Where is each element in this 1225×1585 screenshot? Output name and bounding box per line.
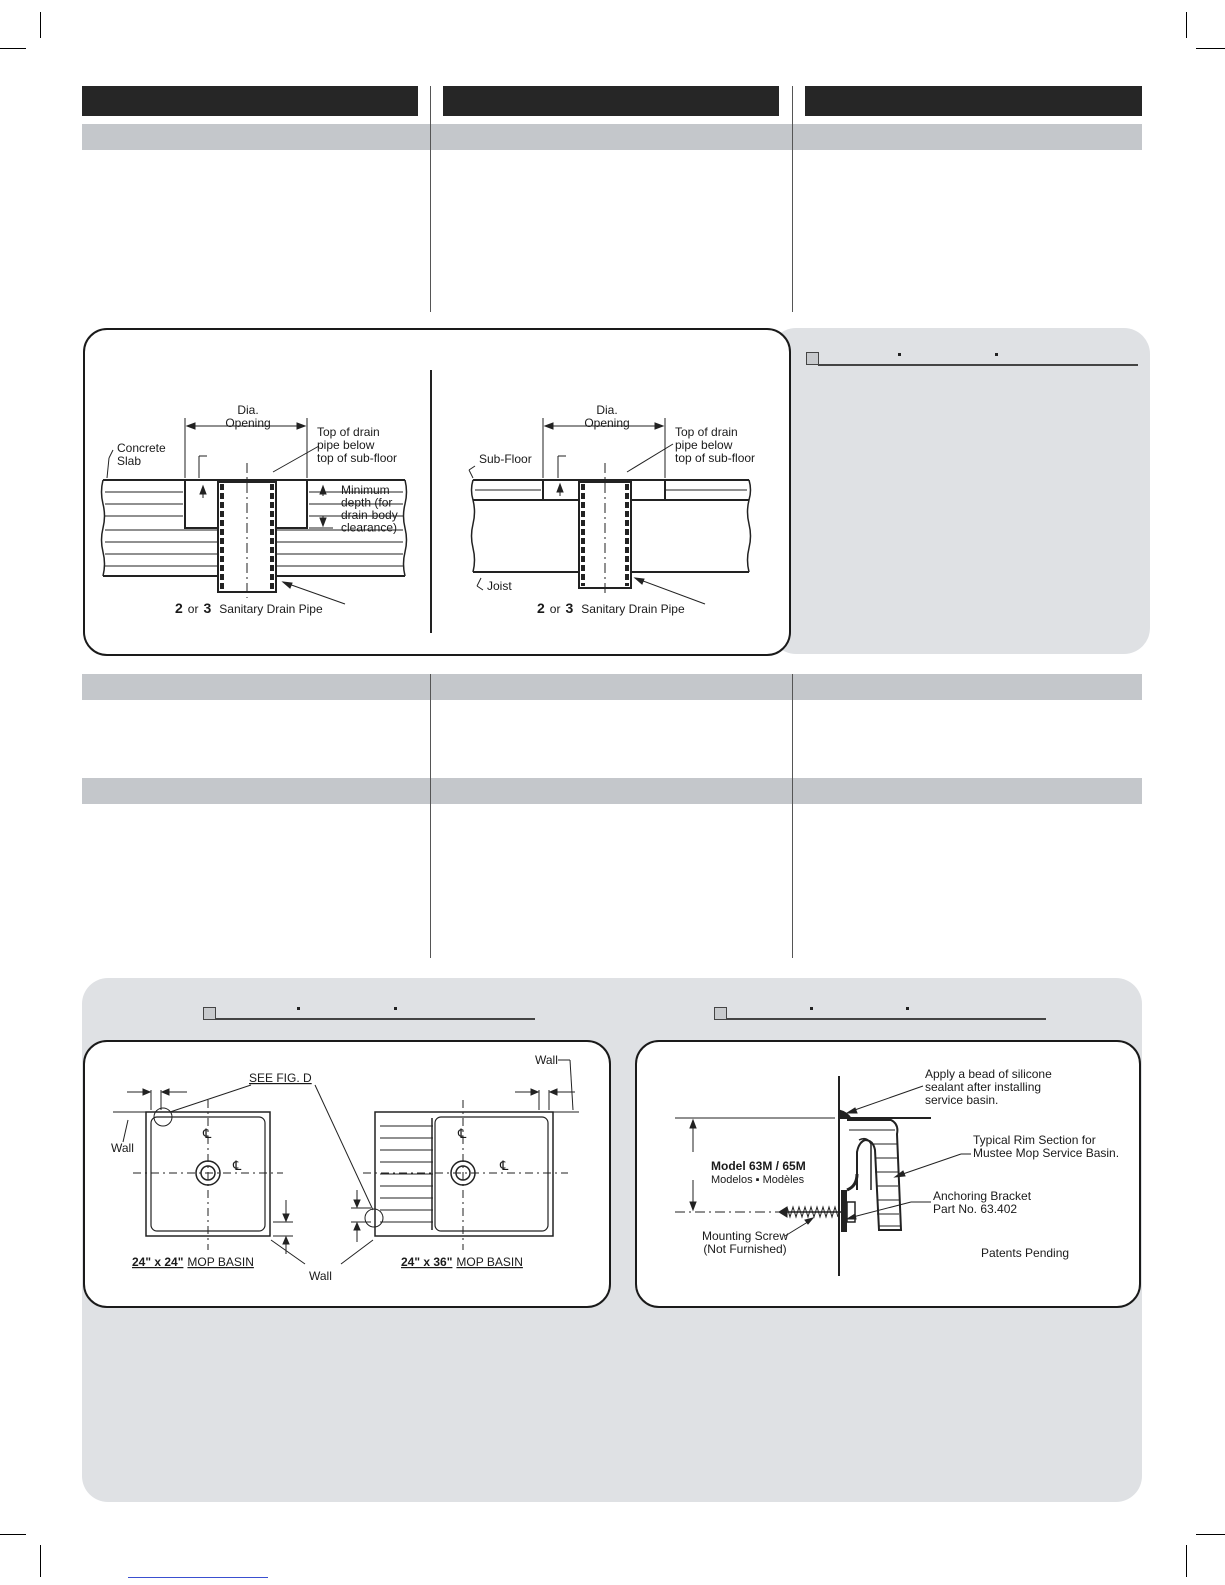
subfloor-pipe-size-b: 3 [565, 600, 573, 616]
wall-bottom-label: Wall [309, 1269, 332, 1283]
crop-mark [40, 12, 41, 38]
column-divider [792, 674, 793, 958]
slab-dia-opening: Dia.Opening [225, 403, 270, 430]
crop-mark [1196, 48, 1225, 49]
bullet-dot [297, 1007, 300, 1010]
patents-note: Patents Pending [981, 1246, 1069, 1260]
column-header-3 [805, 86, 1142, 116]
column-header-2 [443, 86, 779, 116]
checkbox-icon [806, 352, 819, 365]
subfloor-drawing [468, 417, 751, 604]
subfloor-pipe-size-a: 2 [537, 600, 545, 616]
bullet-dot [810, 1007, 813, 1010]
figure-c-drawing: Wall SEE FIG. D Wall ℄ ℄ ℄ ℄ 24" x 24"MO… [111, 1053, 579, 1283]
checkbox-icon [203, 1007, 216, 1020]
crop-mark [1196, 1534, 1225, 1535]
bullet-dot [995, 353, 998, 356]
column-divider [430, 86, 431, 312]
bullet-dot [906, 1007, 909, 1010]
bullet-dot [898, 353, 901, 356]
subfloor-dia-opening: Dia.Opening [584, 403, 629, 430]
crop-mark [0, 1534, 26, 1535]
basin-24-label: 24" x 24"MOP BASIN [132, 1255, 254, 1269]
column-divider [430, 674, 431, 958]
section-band-3 [82, 778, 1142, 804]
footer-link-line [128, 1577, 268, 1578]
crop-mark [1186, 1545, 1187, 1577]
subfloor-pipe-label: Sanitary Drain Pipe [581, 602, 685, 616]
figure-c-box: Wall SEE FIG. D Wall ℄ ℄ ℄ ℄ 24" x 24"MO… [83, 1040, 611, 1308]
heading-rule [726, 1018, 1046, 1020]
centerline-mark: ℄ [457, 1126, 467, 1141]
centerline-mark: ℄ [499, 1158, 509, 1173]
slab-pipe-size-b: 3 [203, 600, 211, 616]
subfloor-label: Sub-Floor [479, 452, 532, 466]
checkbox-icon [714, 1007, 727, 1020]
centerline-mark: ℄ [232, 1158, 242, 1173]
section-band-2 [82, 674, 1142, 700]
subfloor-pipe-caption: 2 or 3 Sanitary Drain Pipe [537, 600, 685, 616]
slab-pipe-size-a: 2 [175, 600, 183, 616]
wall-left-label: Wall [111, 1141, 134, 1155]
crop-mark [1186, 12, 1187, 38]
column-header-1 [82, 86, 418, 116]
wall-top-label: Wall [535, 1053, 558, 1067]
centerline-mark: ℄ [202, 1126, 212, 1141]
see-fig-d-label: SEE FIG. D [249, 1071, 312, 1085]
column-divider [792, 86, 793, 312]
subfloor-joist: Joist [487, 579, 512, 593]
slab-pipe-or: or [187, 602, 198, 616]
slab-pipe-label: Sanitary Drain Pipe [219, 602, 323, 616]
heading-rule [818, 364, 1138, 366]
screw-note: Mounting Screw(Not Furnished) [701, 1229, 787, 1256]
crop-mark [40, 1545, 41, 1577]
concrete-slab-drawing [100, 417, 407, 604]
basin-36-label: 24" x 36"MOP BASIN [401, 1255, 523, 1269]
model-label: Model 63M / 65M [711, 1159, 806, 1173]
side-panel [770, 328, 1150, 654]
crop-mark [0, 48, 26, 49]
modelos-label: Modelos ▪ Modèles [711, 1174, 805, 1186]
subfloor-pipe-or: or [549, 602, 560, 616]
bullet-dot [394, 1007, 397, 1010]
section-band-1 [82, 124, 1142, 150]
slab-pipe-caption: 2 or 3 Sanitary Drain Pipe [175, 600, 323, 616]
heading-rule [215, 1018, 535, 1020]
